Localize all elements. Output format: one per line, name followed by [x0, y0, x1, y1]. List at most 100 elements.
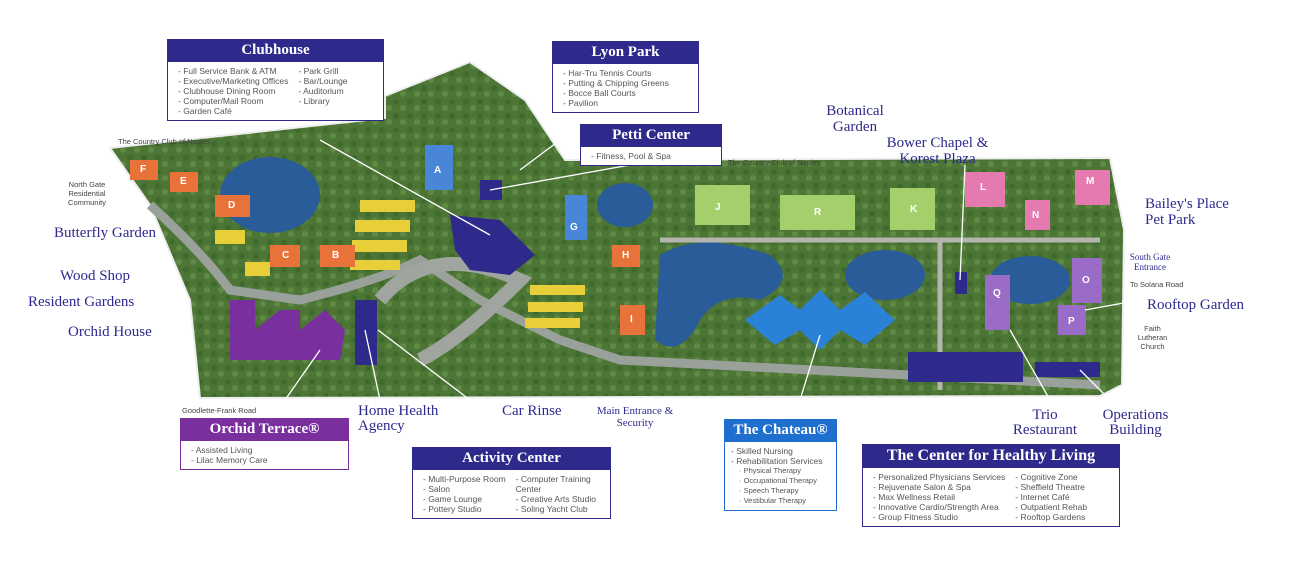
building-k — [890, 188, 935, 230]
list-item: - Rejuvenate Salon & Spa — [873, 482, 971, 492]
north-gate-label: North Gate Residential Community — [68, 180, 106, 207]
list-item: - Computer/Mail Room — [178, 96, 264, 106]
list-item: - Bar/Lounge — [298, 76, 348, 86]
building-label: D — [228, 200, 236, 211]
list-item: - Rooftop Gardens — [1015, 512, 1086, 522]
clubhouse-title: Clubhouse — [168, 40, 383, 62]
orchid-terrace-info: Orchid Terrace® - Assisted Living- Lilac… — [180, 418, 349, 470]
list-item: · Speech Therapy — [739, 486, 799, 495]
list-item: - Full Service Bank & ATM — [178, 66, 277, 76]
wood-shop-label: Wood Shop — [60, 268, 131, 284]
orchid-house-label: Orchid House — [68, 324, 152, 340]
building-label: P — [1068, 316, 1075, 327]
building-label: G — [570, 222, 578, 233]
list-item: - Salon — [423, 484, 450, 494]
lake — [845, 250, 925, 300]
list-item: · Vestibular Therapy — [739, 496, 806, 505]
trio-restaurant-label: Trio Restaurant — [1012, 407, 1078, 438]
building-label: K — [910, 204, 918, 215]
clubhouse-list: - Park Grill- Bar/Lounge- Auditorium- Li… — [298, 66, 347, 116]
list-item: Center — [515, 484, 542, 494]
residence-buildings — [130, 160, 645, 335]
building-j — [695, 185, 750, 225]
building-label: H — [622, 250, 630, 261]
list-item: - Computer Training — [515, 474, 591, 484]
chateau-building — [745, 290, 895, 350]
country-club-label: The Country Club of Naples — [728, 158, 821, 167]
petti-center-list: - Fitness, Pool & Spa — [591, 151, 671, 161]
operations-building-label: Operations Building — [1102, 407, 1169, 438]
clubhouse-building — [450, 215, 535, 275]
list-item: - Cognitive Zone — [1015, 472, 1078, 482]
healthy-living-list: - Cognitive Zone- Sheffield Theatre- Int… — [1015, 472, 1087, 522]
list-item: · Physical Therapy — [739, 466, 801, 475]
building-label: I — [630, 314, 633, 325]
lake — [597, 183, 653, 227]
clubhouse-info: Clubhouse - Full Service Bank & ATM- Exe… — [167, 39, 384, 121]
healthy-living-list: - Personalized Physicians Services- Reju… — [873, 472, 1005, 522]
rooftop-garden-label: Rooftop Garden — [1147, 297, 1245, 313]
list-item: - Innovative Cardio/Strength Area — [873, 502, 999, 512]
building-label: R — [814, 207, 822, 218]
building-l — [965, 172, 1005, 207]
healthy-living-info: The Center for Healthy Living - Personal… — [862, 444, 1120, 527]
building-label: J — [715, 202, 721, 213]
healthy-living-title: The Center for Healthy Living — [863, 445, 1119, 468]
butterfly-garden-label: Butterfly Garden — [53, 225, 157, 241]
botanical-garden-label: Botanical Garden — [826, 103, 884, 135]
activity-list: - Computer Training Center- Creative Art… — [516, 474, 596, 514]
chateau-sublist: · Physical Therapy· Occupational Therapy… — [731, 466, 830, 506]
chateau-list: - Skilled Nursing- Rehabilitation Servic… — [731, 446, 830, 466]
road — [374, 257, 533, 367]
list-item: - Sheffield Theatre — [1015, 482, 1085, 492]
activity-center-title: Activity Center — [413, 448, 610, 470]
resident-gardens-label: Resident Gardens — [28, 294, 135, 310]
orchid-terrace-list: - Assisted Living- Lilac Memory Care — [191, 445, 268, 465]
building-label: B — [332, 250, 340, 261]
goodlette-road-label: Goodlette-Frank Road — [182, 406, 257, 415]
list-item: - Lilac Memory Care — [191, 455, 268, 465]
building-label: M — [1086, 176, 1095, 187]
building-p — [1058, 305, 1086, 335]
building-label: Q — [993, 288, 1001, 299]
country-club-label: The Country Club of Naples — [118, 137, 211, 146]
solana-road-label: To Solana Road — [1130, 280, 1184, 289]
main-entrance-label: Main Entrance & Security — [596, 405, 674, 429]
baileys-pet-park-label: Bailey's Place Pet Park — [1145, 196, 1229, 228]
chateau-info: The Chateau® - Skilled Nursing- Rehabili… — [724, 419, 837, 511]
chateau-title: The Chateau® — [725, 420, 836, 442]
list-item: - Clubhouse Dining Room — [178, 86, 276, 96]
lyon-park-info: Lyon Park - Har-Tru Tennis Courts- Putti… — [552, 41, 699, 113]
building-r — [780, 195, 855, 230]
lyon-park-title: Lyon Park — [553, 42, 698, 64]
cottages — [215, 200, 585, 328]
list-item: - Bocce Ball Courts — [563, 88, 636, 98]
list-item: - Executive/Marketing Offices — [178, 76, 289, 86]
building-q — [985, 275, 1010, 330]
list-item: - Group Fitness Studio — [873, 512, 959, 522]
leader-lines — [284, 109, 1141, 401]
list-item: - Pavilion — [563, 98, 598, 108]
building-label: O — [1082, 275, 1090, 286]
clubhouse-list: - Full Service Bank & ATM- Executive/Mar… — [178, 66, 288, 116]
list-item: - Soling Yacht Club — [515, 504, 588, 514]
list-item: - Internet Café — [1015, 492, 1070, 502]
list-item: - Park Grill — [298, 66, 339, 76]
building-g — [565, 195, 587, 240]
building-label: N — [1032, 210, 1040, 221]
list-item: - Outpatient Rehab — [1015, 502, 1088, 512]
list-item: - Creative Arts Studio — [515, 494, 596, 504]
building-label: C — [282, 250, 290, 261]
lyon-park-list: - Har-Tru Tennis Courts- Putting & Chipp… — [563, 68, 669, 108]
building-m — [1075, 170, 1110, 205]
list-item: - Auditorium — [298, 86, 344, 96]
building-a — [425, 145, 453, 190]
activity-center-info: Activity Center - Multi-Purpose Room- Sa… — [412, 447, 611, 519]
list-item: - Putting & Chipping Greens — [563, 78, 669, 88]
orchid-terrace-title: Orchid Terrace® — [181, 419, 348, 441]
list-item: - Fitness, Pool & Spa — [591, 151, 671, 161]
lake — [655, 242, 783, 347]
list-item: - Har-Tru Tennis Courts — [563, 68, 652, 78]
